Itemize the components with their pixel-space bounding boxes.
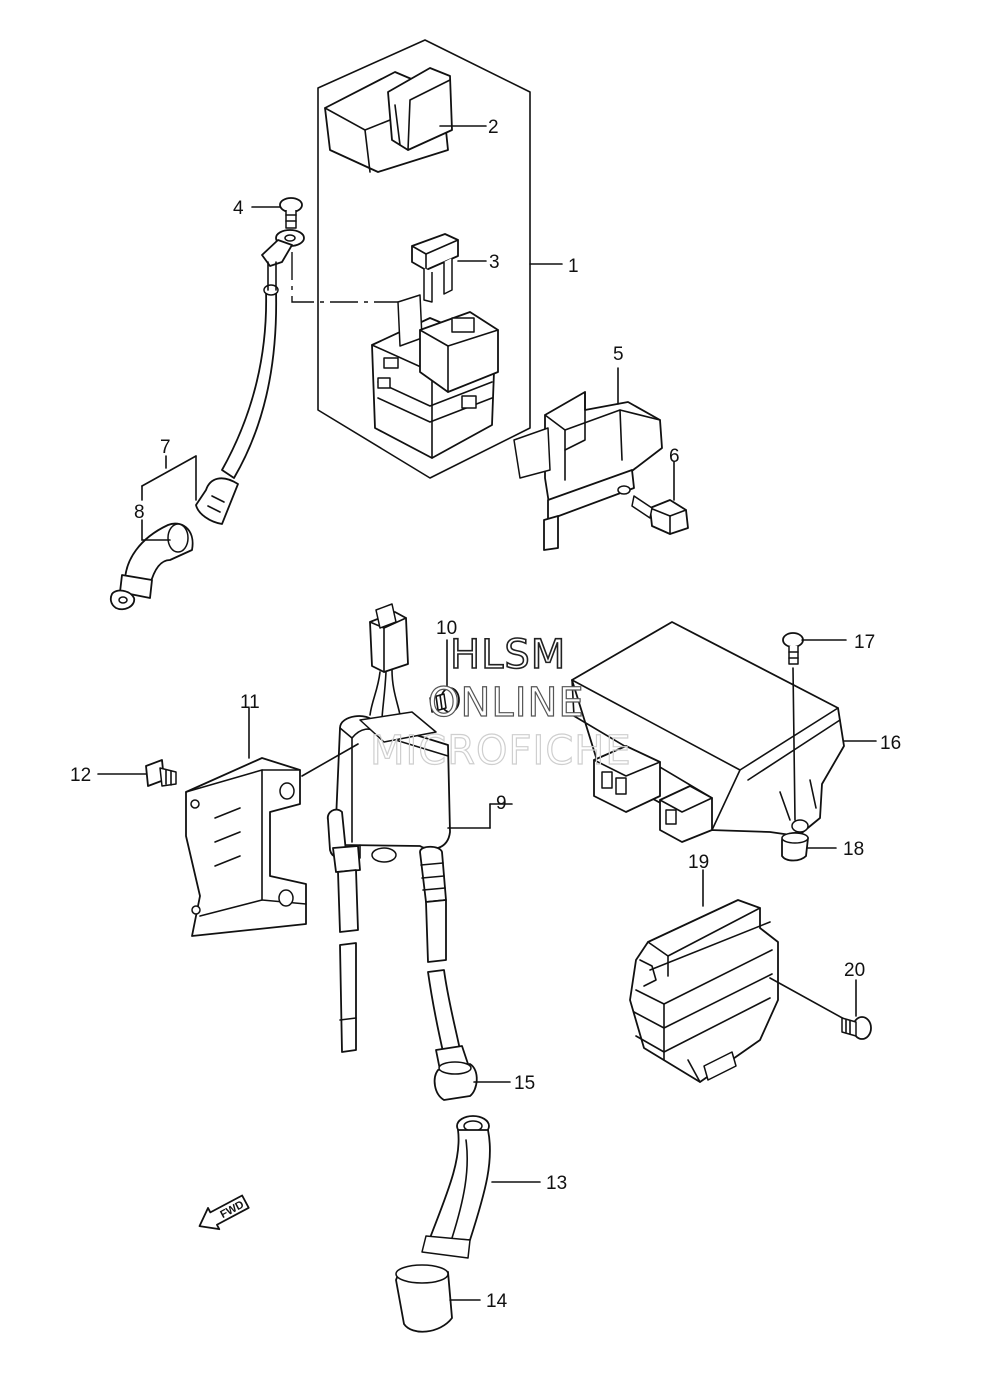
callout-2: 2 [488, 117, 499, 138]
callout-5: 5 [613, 344, 624, 365]
part-11-coil-bracket [185, 707, 307, 937]
part-14-boot [395, 1264, 481, 1333]
starter-relay-group [317, 39, 563, 479]
part-9-ignition-coil [301, 711, 513, 1057]
part-6-bolt [631, 461, 689, 535]
forward-direction-badge: FWD [198, 1194, 250, 1231]
callout-labels: 1 2 3 4 5 6 7 8 9 10 11 12 13 14 15 16 1… [70, 117, 901, 1312]
part-12-bolt [97, 759, 177, 787]
callout-12: 12 [70, 765, 91, 786]
part-18-grommet [781, 832, 837, 862]
callout-14: 14 [486, 1291, 508, 1312]
part-5-bracket [513, 391, 663, 551]
watermark-line-3: MICROFICHE [370, 728, 632, 774]
ignition-coil-group [97, 603, 541, 1333]
part-20-screw [841, 979, 872, 1040]
callout-11: 11 [240, 692, 260, 713]
part-10-screw [429, 639, 460, 713]
callout-18: 18 [843, 839, 864, 860]
assembly-outline-1 [317, 39, 531, 479]
callout-19: 19 [688, 852, 709, 873]
part-13-plug-cap [421, 1115, 541, 1259]
coil-connector [369, 603, 409, 719]
lead-wire-group [109, 197, 398, 611]
callout-13: 13 [546, 1173, 567, 1194]
watermark-line-1: HLSM [450, 632, 566, 678]
callout-6: 6 [669, 446, 680, 467]
part-16-ignitor-unit [571, 621, 877, 843]
watermark-line-2: ONLINE [428, 680, 585, 726]
part-15-plug-cap-seal [433, 1045, 511, 1101]
bracket-group [513, 367, 689, 551]
part-2-relay-cover [324, 67, 453, 173]
callout-17: 17 [854, 632, 875, 653]
ignitor-group [571, 621, 877, 862]
callout-10: 10 [436, 618, 457, 639]
callout-7: 7 [160, 437, 171, 458]
callout-3: 3 [489, 252, 500, 273]
regulator-group [629, 869, 872, 1083]
callout-8: 8 [134, 502, 145, 523]
watermark: HLSM ONLINE MICROFICHE [369, 631, 632, 774]
callout-16: 16 [880, 733, 901, 754]
callout-15: 15 [514, 1073, 535, 1094]
part-17-screw [782, 632, 847, 821]
callout-20: 20 [844, 960, 865, 981]
fwd-label: FWD [218, 1199, 246, 1221]
part-19-regulator [629, 869, 847, 1083]
callout-1: 1 [568, 256, 579, 277]
callout-9: 9 [496, 793, 507, 814]
relay-body [371, 294, 499, 459]
part-8-terminal-boot [109, 522, 194, 611]
part-3-fuse [411, 233, 459, 303]
callout-4: 4 [233, 198, 244, 219]
part-7-sleeve [195, 477, 239, 525]
